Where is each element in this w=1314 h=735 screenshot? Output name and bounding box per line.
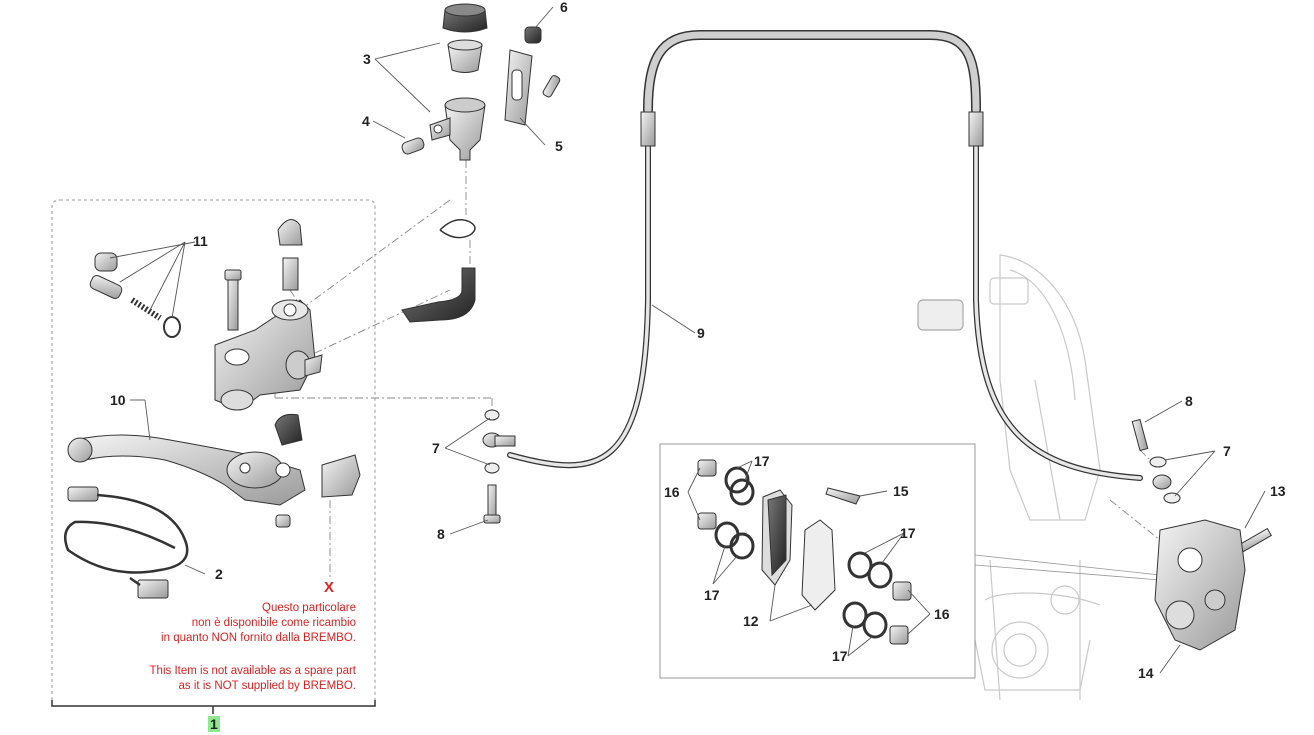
notice-english: This Item is not available as a spare pa…: [149, 665, 356, 692]
brake-lever: [67, 414, 361, 528]
callout-9[interactable]: 9: [697, 325, 705, 341]
notice-italian: Questo particolare non è disponibile com…: [161, 602, 356, 644]
master-cylinder-group-box: [51, 199, 376, 700]
callout-17-bottom-right[interactable]: 17: [832, 648, 848, 664]
callout-15[interactable]: 15: [893, 483, 909, 499]
callout-7-right[interactable]: 7: [1223, 443, 1231, 459]
callout-11[interactable]: 11: [193, 233, 208, 249]
callout-7-left[interactable]: 7: [432, 440, 440, 456]
callout-8-left[interactable]: 8: [437, 526, 445, 542]
callout-17-top-left[interactable]: 17: [754, 453, 770, 469]
pads-detail-box: [659, 443, 976, 679]
brake-caliper: [1154, 519, 1246, 651]
callout-14[interactable]: 14: [1138, 665, 1154, 681]
callout-1-group-badge[interactable]: 1: [208, 716, 220, 732]
callout-12[interactable]: 12: [743, 613, 759, 629]
callout-17-top-right[interactable]: 17: [900, 525, 916, 541]
brake-light-switch: [63, 486, 189, 599]
not-supplied-x-mark: X: [324, 579, 335, 596]
assembly-lines: [235, 160, 1161, 580]
callout-16-left[interactable]: 16: [664, 484, 680, 500]
caliper-leader-lines: [974, 554, 1161, 581]
callout-4[interactable]: 4: [362, 113, 370, 129]
group-bracket: [51, 700, 376, 707]
callout-16-right[interactable]: 16: [934, 606, 950, 622]
fork-background: [917, 254, 1101, 701]
callout-6[interactable]: 6: [560, 0, 568, 15]
callout-10[interactable]: 10: [110, 392, 126, 408]
callout-leaders: [109, 6, 1266, 674]
banjo-fittings: [482, 409, 1273, 557]
brake-pads-kit: [697, 459, 912, 645]
callout-5[interactable]: 5: [555, 138, 563, 154]
callout-8-right[interactable]: 8: [1185, 393, 1193, 409]
callout-17-bottom-left[interactable]: 17: [704, 587, 720, 603]
callout-2[interactable]: 2: [215, 566, 223, 582]
brake-hose: [507, 30, 1143, 481]
fluid-reservoir: [401, 3, 561, 323]
callout-13[interactable]: 13: [1270, 483, 1286, 499]
callout-3[interactable]: 3: [363, 51, 371, 67]
